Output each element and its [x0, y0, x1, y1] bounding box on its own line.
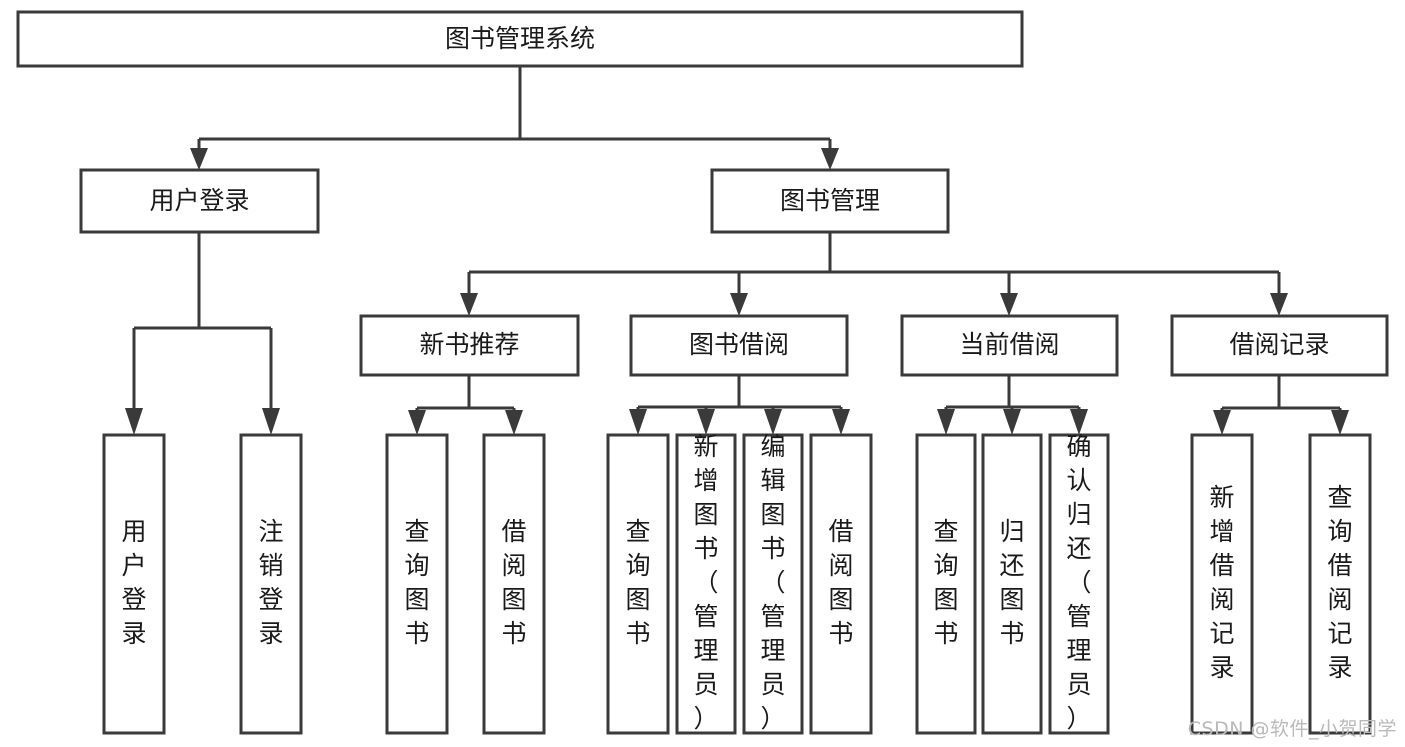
- leaf-query-book-1-label: 查询图书: [404, 517, 429, 648]
- node-root-rect[interactable]: [16, 10, 1024, 68]
- node-book-manage[interactable]: 图书管理: [710, 168, 950, 234]
- node-book-borrow-rect[interactable]: [629, 314, 849, 377]
- node-root-label: 图书管理系统: [445, 24, 595, 53]
- node-user-login[interactable]: 用户登录: [79, 168, 320, 234]
- leaf-query-book-1[interactable]: 查询图书: [385, 433, 449, 735]
- arrow-leaf-query-book-1: [408, 410, 426, 435]
- arrow-to-current-borrow: [1000, 293, 1018, 316]
- node-current-borrow-label: 当前借阅: [959, 330, 1059, 359]
- arrow-to-borrow-record: [1270, 293, 1288, 316]
- node-layer: 图书管理系统 用户登录 图书管理 新书推荐 图书借阅: [16, 10, 1389, 735]
- leaf-return-book-label: 归还图书: [999, 517, 1024, 648]
- leaf-add-record-rect[interactable]: [1190, 433, 1254, 735]
- connector-layer: [125, 66, 1349, 435]
- node-book-borrow-label: 图书借阅: [689, 330, 789, 359]
- node-user-login-label: 用户登录: [149, 186, 249, 215]
- leaf-confirm-return[interactable]: 确认归还（管理员）: [1048, 432, 1110, 735]
- arrow-to-book-borrow: [730, 293, 748, 316]
- leaf-query-book-3-rect[interactable]: [915, 433, 977, 735]
- leaf-query-record-rect[interactable]: [1308, 433, 1372, 735]
- node-new-book-rec-label: 新书推荐: [419, 330, 519, 359]
- leaf-query-book-2[interactable]: 查询图书: [606, 433, 670, 735]
- arrow-leaf-logout: [262, 408, 280, 435]
- leaf-query-book-3[interactable]: 查询图书: [915, 433, 977, 735]
- node-book-borrow[interactable]: 图书借阅: [629, 314, 849, 377]
- leaf-edit-book-label: 编辑图书（管理员）: [760, 432, 785, 733]
- leaf-user-login[interactable]: 用户登录: [102, 433, 166, 735]
- node-book-manage-rect[interactable]: [710, 168, 950, 234]
- leaf-query-book-1-rect[interactable]: [385, 433, 449, 735]
- node-borrow-record[interactable]: 借阅记录: [1170, 314, 1389, 377]
- arrow-leaf-borrow-book-2: [832, 409, 850, 435]
- node-current-borrow[interactable]: 当前借阅: [900, 314, 1119, 377]
- leaf-logout-label: 注销登录: [258, 517, 283, 648]
- leaf-return-book-rect[interactable]: [981, 433, 1043, 735]
- node-current-borrow-rect[interactable]: [900, 314, 1119, 377]
- leaf-user-login-rect[interactable]: [102, 433, 166, 735]
- leaf-query-record[interactable]: 查询借阅记录: [1308, 433, 1372, 735]
- leaf-borrow-book-2-rect[interactable]: [809, 433, 873, 735]
- leaf-add-book-label: 新增图书（管理员）: [693, 432, 718, 733]
- node-new-book-rec[interactable]: 新书推荐: [359, 314, 580, 377]
- arrow-leaf-query-book-3: [937, 409, 955, 435]
- leaf-borrow-book-1-label: 借阅图书: [501, 517, 526, 648]
- node-book-manage-label: 图书管理: [780, 186, 880, 215]
- node-borrow-record-rect[interactable]: [1170, 314, 1389, 377]
- leaf-logout-rect[interactable]: [239, 433, 303, 735]
- node-new-book-rec-rect[interactable]: [359, 314, 580, 377]
- leaf-confirm-return-label: 确认归还（管理员）: [1066, 432, 1091, 733]
- leaf-query-book-3-label: 查询图书: [933, 517, 958, 648]
- arrow-to-user-login: [190, 148, 208, 170]
- leaf-borrow-book-1-rect[interactable]: [482, 433, 546, 735]
- arrow-leaf-add-record: [1213, 410, 1231, 435]
- arrow-leaf-confirm-return: [1070, 409, 1088, 435]
- leaf-add-record[interactable]: 新增借阅记录: [1190, 433, 1254, 735]
- arrow-leaf-edit-book: [764, 409, 782, 435]
- leaf-query-book-2-label: 查询图书: [625, 517, 650, 648]
- leaf-borrow-book-2[interactable]: 借阅图书: [809, 433, 873, 735]
- arrow-leaf-add-book: [697, 409, 715, 435]
- leaf-query-record-label: 查询借阅记录: [1327, 483, 1352, 682]
- leaf-add-record-label: 新增借阅记录: [1209, 483, 1234, 682]
- leaf-logout[interactable]: 注销登录: [239, 433, 303, 735]
- arrow-leaf-query-record: [1331, 410, 1349, 435]
- leaf-add-book-rect[interactable]: [675, 433, 737, 735]
- arrow-leaf-borrow-book-1: [505, 410, 523, 435]
- node-user-login-rect[interactable]: [79, 168, 320, 234]
- leaf-edit-book-rect[interactable]: [742, 433, 804, 735]
- arrow-leaf-query-book-2: [629, 409, 647, 435]
- leaf-borrow-book-2-label: 借阅图书: [828, 517, 853, 648]
- leaf-query-book-2-rect[interactable]: [606, 433, 670, 735]
- leaf-edit-book[interactable]: 编辑图书（管理员）: [742, 432, 804, 735]
- arrow-leaf-return-book: [1003, 409, 1021, 435]
- arrow-leaf-user-login: [125, 408, 143, 435]
- leaf-add-book[interactable]: 新增图书（管理员）: [675, 432, 737, 735]
- leaf-borrow-book-1[interactable]: 借阅图书: [482, 433, 546, 735]
- arrow-to-new-book-rec: [460, 293, 478, 316]
- node-borrow-record-label: 借阅记录: [1229, 330, 1329, 359]
- node-root[interactable]: 图书管理系统: [16, 10, 1024, 68]
- leaf-user-login-label: 用户登录: [121, 517, 146, 648]
- arrow-to-book-manage: [821, 148, 839, 170]
- leaf-confirm-return-rect[interactable]: [1048, 433, 1110, 735]
- leaf-return-book[interactable]: 归还图书: [981, 433, 1043, 735]
